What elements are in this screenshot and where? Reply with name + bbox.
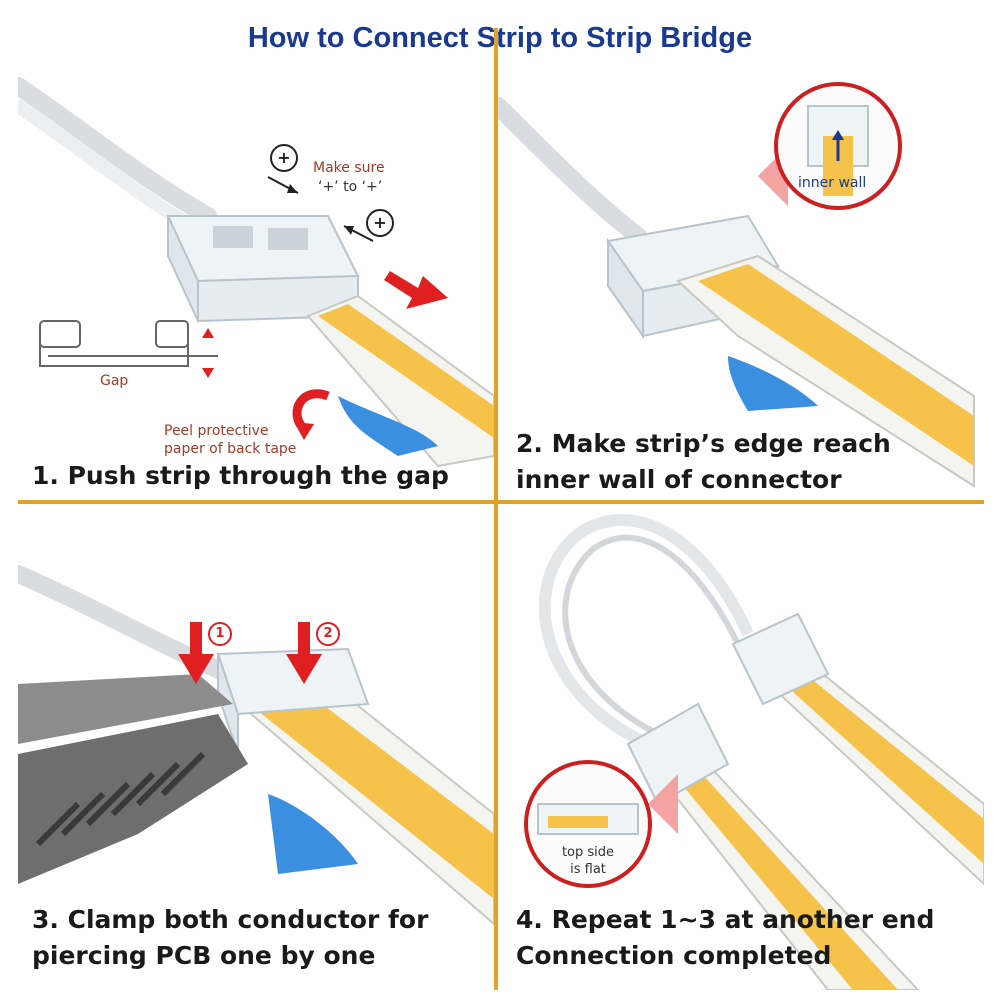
marker-2: 2	[323, 626, 333, 641]
backing-tape	[338, 396, 438, 456]
plus-circle-icon	[366, 209, 394, 237]
top-flat-label-line2: is flat	[570, 862, 606, 877]
polarity-note-line1: Make sure	[313, 160, 385, 176]
step4-caption-line1: 4. Repeat 1~3 at another end	[516, 905, 935, 934]
step4-caption-line2: Connection completed	[516, 941, 832, 970]
step2-illustration	[498, 82, 975, 488]
step1-caption: 1. Push strip through the gap	[32, 461, 449, 490]
top-flat-inset	[524, 760, 678, 888]
connector-4a	[731, 612, 830, 706]
step1-panel: + + Make sure ‘+’ to ‘+’ Gap Peel protec…	[18, 66, 494, 500]
step3-illustration	[18, 565, 494, 926]
inner-wall-label: inner wall	[798, 175, 867, 191]
vertical-divider	[494, 28, 498, 990]
gap-diagram	[39, 320, 218, 378]
page-title: How to Connect Strip to Strip Bridge	[247, 22, 753, 54]
top-flat-label-line1: top side	[561, 845, 615, 860]
connector-1	[166, 215, 360, 323]
step2-caption-line2: inner wall of connector	[516, 465, 842, 494]
horizontal-divider	[18, 500, 984, 504]
inner-wall-inset	[758, 82, 902, 210]
press-arrow-2	[286, 622, 322, 684]
polarity-note-line2: ‘+’ to ‘+’	[318, 179, 383, 195]
plus-symbol: +	[277, 148, 291, 167]
backing-tape	[728, 356, 818, 411]
push-arrow	[384, 271, 448, 309]
step3-caption-line2: piercing PCB one by one	[32, 941, 376, 970]
press-arrow-1	[178, 622, 214, 684]
step3-caption-line1: 3. Clamp both conductor for	[32, 905, 429, 934]
peel-note-line1: Peel protective	[164, 423, 269, 439]
step1-illustration	[18, 77, 494, 468]
backing-tape	[268, 794, 358, 874]
step3-panel: 1 2 3. Clamp both conductor for piercing…	[18, 504, 494, 990]
pliers	[18, 674, 248, 884]
plus-symbol: +	[373, 213, 387, 232]
step2-panel: inner wall 2. Make strip’s edge reach in…	[498, 66, 984, 500]
step4-illustration	[524, 514, 984, 990]
peel-note-line2: paper of back tape	[164, 441, 297, 457]
connector-4b	[626, 702, 730, 806]
marker-1: 1	[215, 626, 225, 641]
gap-label: Gap	[100, 373, 129, 389]
step4-panel: top side is flat 4. Repeat 1~3 at anothe…	[498, 504, 984, 990]
step2-caption-line1: 2. Make strip’s edge reach	[516, 429, 891, 458]
led-strip-2	[676, 254, 975, 488]
plus-circle-icon	[270, 144, 298, 172]
